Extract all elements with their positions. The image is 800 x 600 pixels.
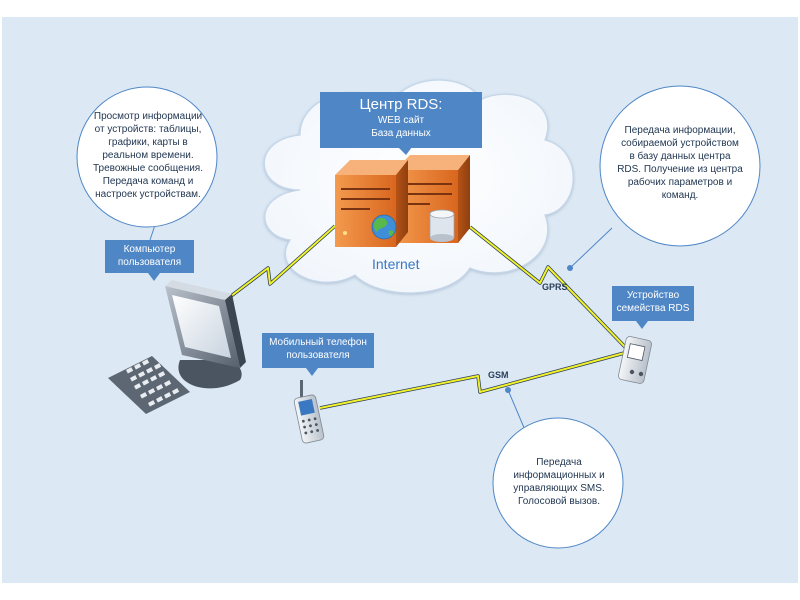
- computer-label-pointer: [148, 273, 160, 281]
- bubble-right-line: в базу данных центра: [629, 151, 731, 162]
- device-label-line2: семейства RDS: [616, 303, 690, 314]
- info-bubble-bottom: [492, 417, 624, 549]
- bubble-left-line: настроек устройствам.: [95, 189, 201, 200]
- mobile-phone-icon: [293, 380, 325, 444]
- mobile-label-pointer: [306, 368, 318, 376]
- globe-icon: [371, 214, 397, 240]
- bubble-left-text: Просмотр информации от устройств: таблиц…: [82, 110, 214, 201]
- gsm-label: GSM: [488, 370, 509, 380]
- bubble-left-line: Передача команд и: [102, 176, 194, 187]
- internet-label: Internet: [372, 256, 420, 272]
- bubble-bottom-text: Передача информационных и управляющих SM…: [500, 456, 618, 508]
- computer-label-line2: пользователя: [117, 257, 182, 268]
- database-icon: [429, 209, 455, 242]
- rds-device-icon: [618, 336, 652, 384]
- bubble-bottom-line: информационных и: [513, 470, 605, 481]
- connector-right-bubble: [569, 227, 613, 269]
- bubble-right-line: RDS. Получение из центра: [617, 164, 743, 175]
- center-rds-title: Центр RDS:: [359, 96, 443, 113]
- center-rds-line2: База данных: [371, 128, 431, 139]
- device-label: Устройство семейства RDS: [612, 286, 694, 321]
- bubble-left-line: Просмотр информации: [93, 111, 203, 122]
- gprs-label: GPRS: [542, 282, 568, 292]
- center-rds-line1: WEB сайт: [377, 115, 425, 126]
- bubble-right-line: рабочих параметров и: [627, 177, 733, 188]
- bubble-right-line: Передача информации,: [624, 125, 736, 136]
- bubble-left-line: Тревожные сообщения.: [93, 163, 203, 174]
- bubble-right-text: Передача информации, собираемой устройст…: [605, 124, 755, 202]
- computer-icon: [108, 280, 246, 414]
- bubble-right-line: команд.: [661, 190, 699, 201]
- info-bubble-right: [599, 85, 761, 247]
- mobile-label-line1: Мобильный телефон: [269, 337, 367, 348]
- bubble-left-line: графики, карты в: [108, 137, 188, 148]
- device-label-line1: Устройство: [626, 290, 680, 301]
- mobile-label: Мобильный телефон пользователя: [262, 333, 374, 368]
- connector-bottom-bubble: [507, 389, 526, 431]
- bubble-left-line: реальном времени.: [102, 150, 194, 161]
- connector-right-dot: [567, 265, 573, 271]
- info-bubble-left: [76, 86, 218, 228]
- bubble-bottom-line: управляющих SMS.: [513, 483, 605, 494]
- center-label-pointer: [398, 147, 412, 155]
- mobile-label-line2: пользователя: [286, 350, 350, 361]
- bubble-right-line: собираемой устройством: [621, 138, 739, 149]
- device-label-pointer: [636, 321, 648, 329]
- connector-bottom-dot: [505, 387, 511, 393]
- connector-left-bubble: [149, 224, 156, 241]
- center-rds-label: Центр RDS: WEB сайт База данных: [320, 92, 482, 148]
- bubble-bottom-line: Передача: [536, 457, 582, 468]
- computer-label: Компьютер пользователя: [105, 240, 194, 273]
- server-icon: [335, 155, 470, 247]
- computer-label-line1: Компьютер: [123, 244, 176, 255]
- bubble-left-line: от устройств: таблицы,: [94, 124, 202, 135]
- bubble-bottom-line: Голосовой вызов.: [517, 496, 601, 507]
